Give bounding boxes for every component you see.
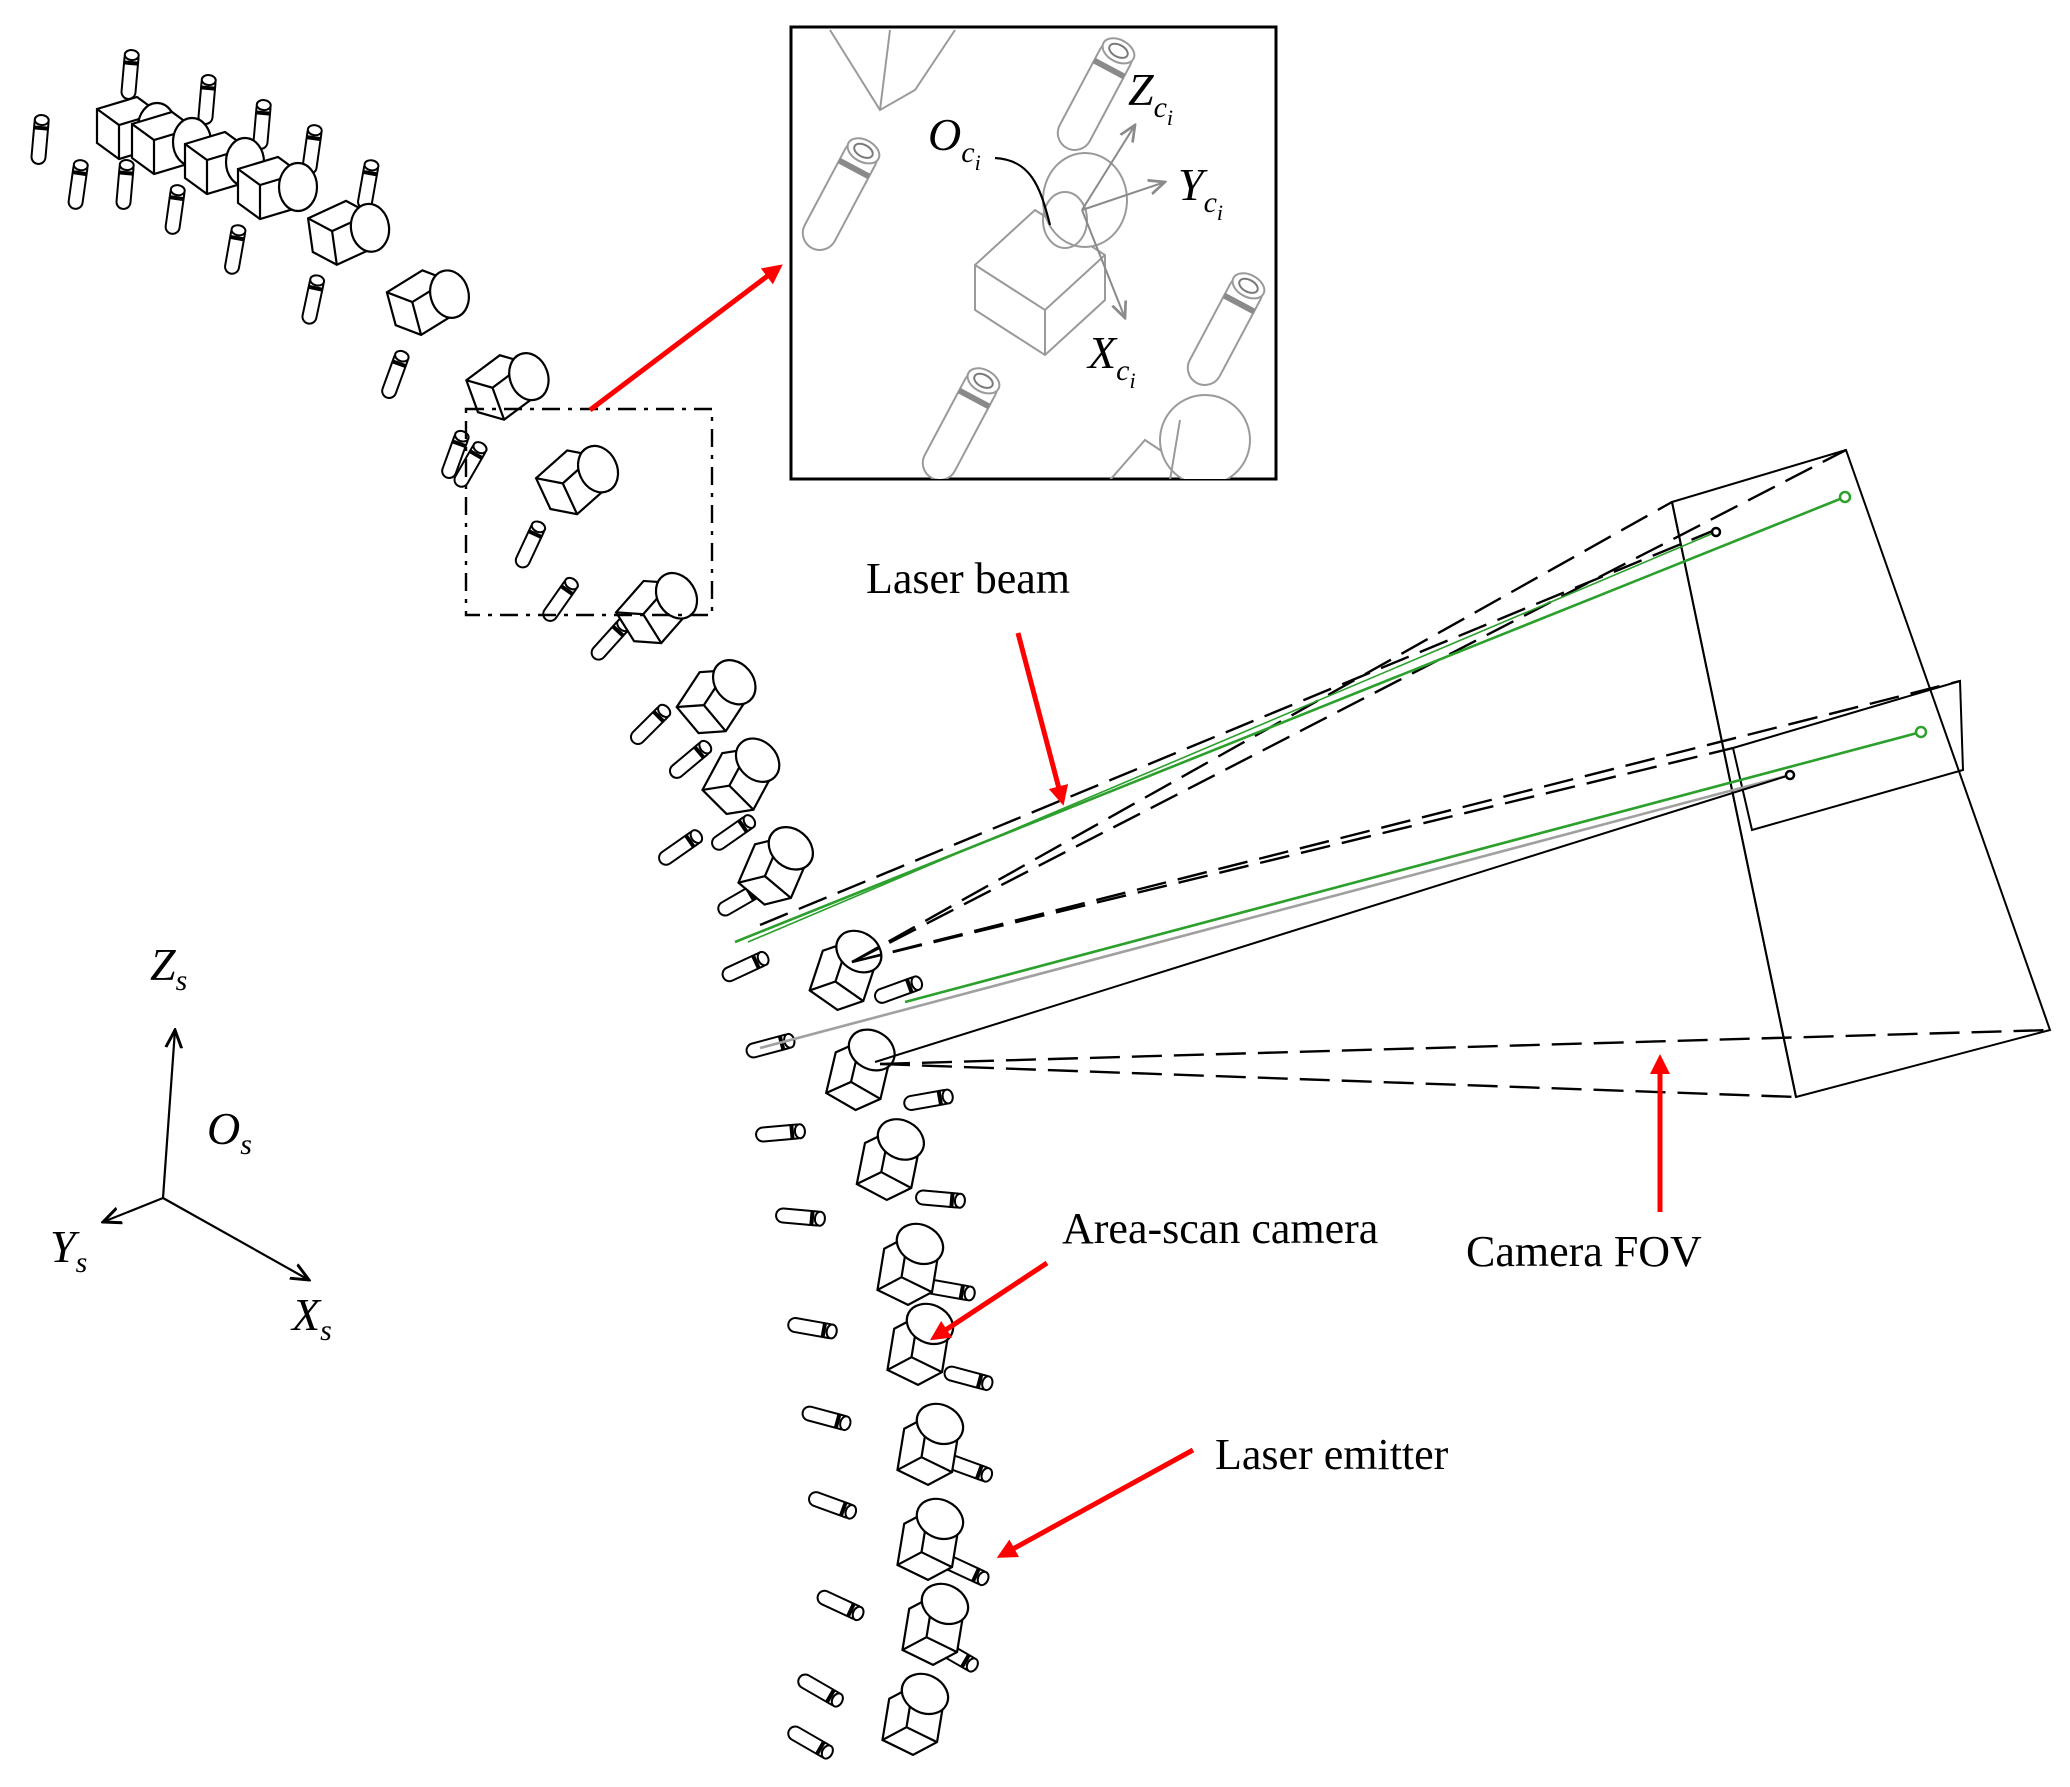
laser-emitter-icon — [65, 157, 91, 212]
zoom-selection-box — [464, 407, 714, 617]
inset-origin-label: Oci — [928, 109, 981, 175]
laser-emitter-icon — [805, 1488, 860, 1523]
laser-emitter-icon — [378, 347, 413, 402]
inset-x-axis-label: Xci — [1086, 327, 1136, 393]
laser-emitter-icon — [901, 1086, 956, 1114]
laser-emitter-icon — [628, 702, 673, 747]
laser-emitter-icon — [783, 1721, 838, 1763]
area-scan-camera-icon — [814, 1017, 911, 1120]
area-scan-camera-icon — [865, 1212, 959, 1313]
area-scan-camera-icon — [870, 1662, 964, 1763]
area-scan-camera-icon — [692, 724, 795, 827]
laser-emitter-label: Laser emitter — [1215, 1430, 1449, 1479]
area-scan-camera-label: Area-scan camera — [1062, 1204, 1378, 1253]
area-scan-camera-icon — [529, 432, 630, 525]
global-x-axis-label: Xs — [290, 1289, 332, 1347]
laser-emitter-icon — [793, 1669, 848, 1711]
laser-emitter-icon — [707, 810, 760, 855]
laser-emitter-icon — [162, 182, 188, 237]
inset-zoom-view: Oci Zci Yci Xci — [789, 25, 1278, 481]
laser-emitter-icon — [538, 573, 583, 626]
global-y-axis-label: Ys — [50, 1221, 87, 1279]
laser-beams — [734, 495, 1922, 1063]
area-scan-camera-icon — [382, 259, 478, 342]
laser-emitter-icon — [753, 1121, 808, 1145]
camera-fov-volume — [1670, 448, 2052, 1099]
laser-emitter-icon — [221, 222, 249, 277]
laser-emitter-icon — [941, 1363, 996, 1394]
laser-emitter-icon — [299, 272, 328, 327]
laser-emitter-icon — [665, 736, 716, 783]
laser-emitter-icon — [913, 1187, 968, 1211]
camera-fov-label: Camera FOV — [1466, 1227, 1702, 1276]
area-scan-camera-icon — [885, 1392, 979, 1493]
laser-emitter-icon — [813, 1586, 868, 1624]
inset-y-axis-label: Yci — [1178, 159, 1223, 225]
laser-emitter-icon — [785, 1314, 840, 1342]
camera-fov-lines — [759, 448, 2051, 1099]
global-coordinate-axes — [103, 1030, 309, 1280]
inset-z-axis-label: Zci — [1128, 64, 1173, 130]
area-scan-camera-icon — [608, 559, 711, 656]
laser-emitter-icon — [773, 1205, 828, 1229]
laser-emitter-icon — [118, 47, 142, 102]
area-scan-camera-icon — [305, 194, 395, 269]
global-origin-label: Os — [207, 1103, 252, 1161]
laser-emitter-icon — [718, 948, 773, 986]
laser-emitter-icon — [28, 112, 52, 167]
laser-emitter-icon — [354, 157, 382, 212]
laser-emitter-icon — [799, 1403, 854, 1434]
zoom-pointer-arrow — [588, 264, 783, 412]
laser-emitter-arrow — [996, 1447, 1195, 1558]
laser-beam-arrow — [1015, 632, 1069, 806]
global-z-axis-label: Zs — [150, 939, 187, 997]
laser-emitter-icon — [113, 157, 137, 212]
area-scan-camera-icon — [798, 917, 898, 1021]
area-scan-camera-icon — [236, 155, 319, 221]
area-scan-camera-icon — [667, 645, 771, 747]
laser-emitter-icon — [195, 72, 219, 127]
area-scan-camera-arrow — [929, 1260, 1049, 1341]
laser-emitter-icon — [654, 825, 707, 870]
laser-emitter-icon — [511, 517, 549, 572]
area-scan-camera-icon — [461, 340, 559, 429]
laser-spots — [1710, 490, 1928, 781]
laser-beam-label: Laser beam — [866, 554, 1070, 603]
